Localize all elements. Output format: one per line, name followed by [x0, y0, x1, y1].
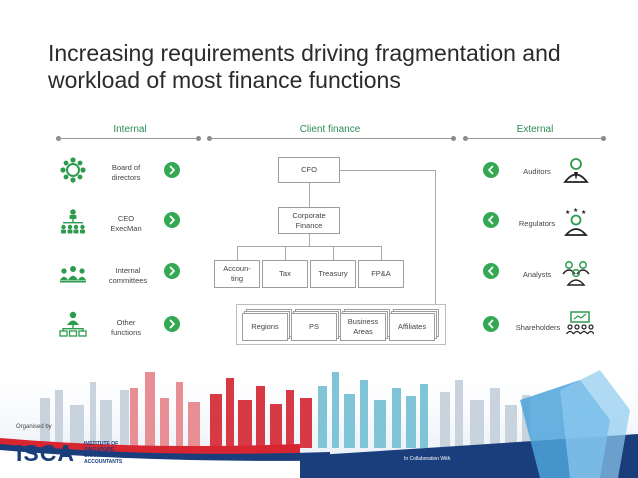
slide-title: Increasing requirements driving fragment…: [48, 40, 561, 93]
organised-by-label: Organised by: [16, 424, 52, 430]
section-internal-heading: Internal: [113, 124, 147, 135]
unit-box-regions: Regions: [242, 313, 288, 341]
section-client-heading: Client finance: [299, 124, 361, 135]
chevron-left-icon: [483, 212, 499, 228]
connector-line: [381, 246, 382, 260]
hierarchy-icon: [61, 209, 85, 234]
connector-line: [285, 246, 286, 260]
external-label-analysts: Analysts: [522, 270, 552, 279]
auditor-icon: [563, 158, 589, 183]
function-box-fpa: FP&A: [358, 260, 404, 288]
chevron-left-icon: [483, 162, 499, 178]
analysts-icon: [562, 261, 590, 286]
person-network-icon: [59, 311, 87, 337]
unit-stack-business-areas: Business Areas: [340, 309, 390, 341]
connector-line: [237, 246, 238, 260]
section-internal-rule: [58, 138, 198, 139]
board-icon: [60, 157, 86, 183]
function-box-treasury: Treasury: [310, 260, 356, 288]
chevron-right-icon: [164, 263, 180, 279]
connector-line: [237, 246, 382, 247]
external-label-auditors: Auditors: [523, 167, 551, 176]
chevron-left-icon: [483, 263, 499, 279]
rule-dot: [196, 136, 201, 141]
svg-text:★: ★: [573, 208, 578, 214]
unit-stack-ps: PS: [291, 309, 341, 341]
isca-logo-subtitle: INSTITUTE OF SINGAPORE CHARTERED ACCOUNT…: [84, 441, 123, 465]
corporate-finance-box: Corporate Finance: [278, 207, 340, 234]
internal-label-ceo: CEO ExecMan: [110, 214, 142, 233]
chevron-right-icon: [164, 316, 180, 332]
svg-text:★: ★: [581, 209, 586, 216]
collaboration-label: In Collaboration With: [404, 456, 451, 462]
unit-box-affiliates: Affiliates: [389, 313, 435, 341]
internal-label-committees: Internal committees: [108, 266, 148, 285]
unit-stack-regions: Regions: [242, 309, 292, 341]
internal-label-other: Other functions: [110, 318, 142, 337]
committee-icon: [60, 266, 86, 283]
chevron-left-icon: [483, 316, 499, 332]
chevron-right-icon: [164, 212, 180, 228]
connector-line: [309, 234, 310, 246]
connector-line: [340, 170, 435, 171]
svg-text:★: ★: [565, 209, 570, 216]
external-label-shareholders: Shareholders: [515, 323, 561, 332]
rule-dot: [451, 136, 456, 141]
section-external-rule: [465, 138, 603, 139]
unit-box-business-areas: Business Areas: [340, 313, 386, 341]
isca-logo: ISCA: [16, 440, 75, 466]
external-label-regulators: Regulators: [518, 219, 556, 228]
connector-line: [333, 246, 334, 260]
chevron-right-icon: [164, 162, 180, 178]
regulator-icon: ★ ★ ★: [564, 208, 588, 236]
internal-label-board: Board of directors: [111, 163, 141, 182]
section-client-rule: [209, 138, 453, 139]
section-external-heading: External: [516, 124, 554, 135]
city-skyline-banner: [0, 360, 638, 478]
rule-dot: [601, 136, 606, 141]
function-box-tax: Tax: [262, 260, 308, 288]
function-box-accounting: Accoun- ting: [214, 260, 260, 288]
unit-stack-affiliates: Affiliates: [389, 309, 439, 341]
cfo-box: CFO: [278, 157, 340, 183]
unit-box-ps: PS: [291, 313, 337, 341]
connector-line: [435, 170, 436, 304]
shareholders-icon: [566, 311, 594, 335]
connector-line: [309, 183, 310, 207]
